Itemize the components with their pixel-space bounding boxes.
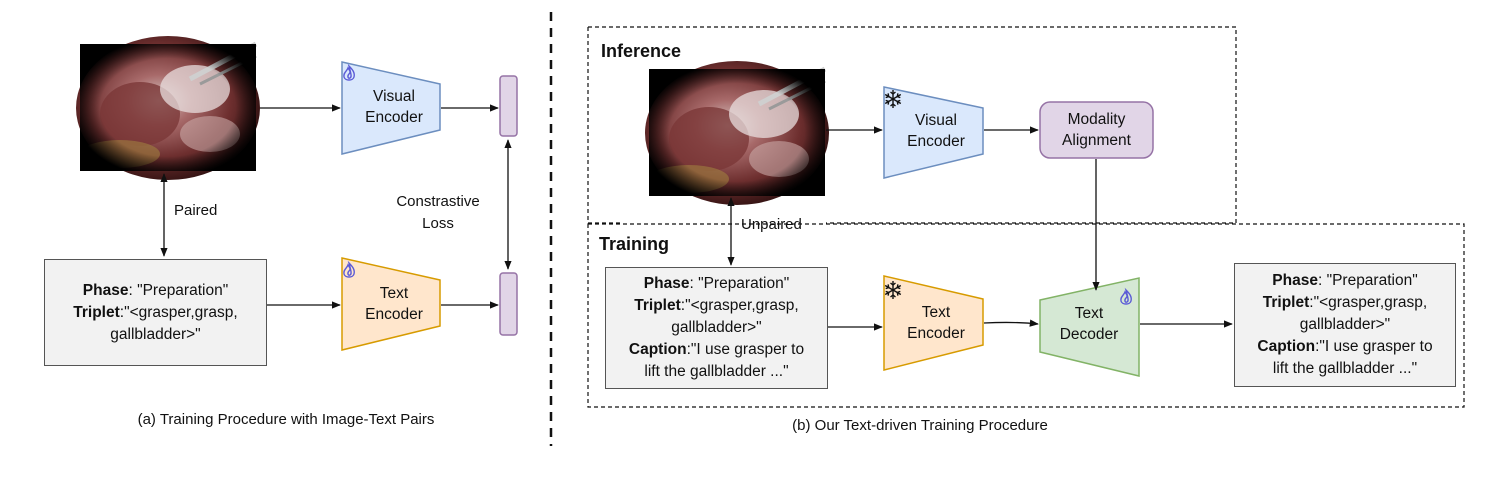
caption-key: Caption bbox=[1257, 338, 1316, 355]
left-text-encoder-shape bbox=[341, 257, 441, 351]
triplet-line: Triplet:"<grasper,grasp, bbox=[1263, 292, 1427, 314]
inference-title: Inference bbox=[601, 41, 682, 61]
left-visual-encoder-label: Visual Encoder bbox=[352, 86, 436, 128]
encoder-label-line: Encoder bbox=[907, 325, 965, 342]
triplet-line: Triplet:"<grasper,grasp, bbox=[634, 295, 798, 317]
left-surgical-image bbox=[76, 36, 260, 180]
decoder-label-line: Decoder bbox=[1059, 326, 1119, 343]
encoder-label-line: Text bbox=[379, 285, 409, 302]
phase-key: Phase bbox=[1272, 272, 1318, 289]
phase-value: : "Preparation" bbox=[128, 281, 229, 299]
encoder-label-line: Encoder bbox=[365, 306, 423, 323]
training-title: Training bbox=[599, 234, 670, 254]
training-region bbox=[587, 223, 1465, 408]
triplet-value: :"<grasper,grasp, bbox=[119, 303, 238, 321]
contrastive-label-line: Constrastive bbox=[396, 193, 480, 210]
right-text-encoder-label: Text Encoder bbox=[893, 302, 979, 344]
modality-alignment-shape bbox=[1039, 101, 1154, 159]
contrastive-loss-label: Constrastive Loss bbox=[388, 191, 488, 235]
triplet-value: :"<grasper,grasp, bbox=[1309, 294, 1428, 311]
visual-embedding bbox=[499, 75, 518, 137]
caption-value: :"I use grasper to bbox=[686, 341, 805, 358]
phase-value: : "Preparation" bbox=[689, 275, 790, 292]
phase-line: Phase: "Preparation" bbox=[83, 280, 228, 302]
encoder-label-line: Visual bbox=[915, 112, 957, 129]
right-visual-encoder-label: Visual Encoder bbox=[893, 110, 979, 152]
caption-a: (a) Training Procedure with Image-Text P… bbox=[137, 411, 435, 428]
caption-line: Caption:"I use grasper to bbox=[1257, 336, 1432, 358]
text-decoder-shape bbox=[1039, 277, 1140, 377]
phase-key: Phase bbox=[82, 281, 129, 299]
modality-alignment-label: Modality Alignment bbox=[1040, 109, 1153, 151]
phase-key: Phase bbox=[643, 275, 690, 292]
encoder-label-line: Encoder bbox=[365, 109, 423, 126]
caption-continuation: lift the gallbladder ..." bbox=[1272, 360, 1418, 377]
right-text-encoder-shape bbox=[883, 275, 984, 371]
triplet-continuation: gallbladder>" bbox=[671, 319, 762, 336]
contrastive-label-line: Loss bbox=[422, 215, 454, 232]
right-visual-encoder-shape bbox=[883, 86, 984, 179]
encoder-label-line: Visual bbox=[373, 88, 415, 105]
right-surgical-image bbox=[645, 61, 829, 205]
arrow-text-encoder-to-decoder bbox=[983, 319, 1039, 327]
triplet-line: Triplet:"<grasper,grasp, bbox=[73, 302, 237, 324]
phase-line: Phase: "Preparation" bbox=[644, 273, 789, 295]
decoder-label-line: Text bbox=[1074, 305, 1104, 322]
caption-line: Caption:"I use grasper to bbox=[629, 339, 804, 361]
triplet-key: Triplet bbox=[1262, 294, 1310, 311]
triplet-key: Triplet bbox=[634, 297, 681, 314]
alignment-label-line: Modality bbox=[1067, 111, 1126, 128]
phase-value: : "Preparation" bbox=[1317, 272, 1418, 289]
unpaired-label: Unpaired bbox=[741, 216, 802, 233]
triplet-value: :"<grasper,grasp, bbox=[680, 297, 799, 314]
left-visual-encoder-shape bbox=[341, 61, 441, 155]
right-text-input-box: Phase: "Preparation" Triplet:"<grasper,g… bbox=[605, 267, 828, 389]
caption-continuation: lift the gallbladder ..." bbox=[644, 363, 789, 380]
text-decoder-label: Text Decoder bbox=[1044, 303, 1134, 345]
phase-line: Phase: "Preparation" bbox=[1272, 270, 1417, 292]
encoder-label-line: Encoder bbox=[907, 133, 965, 150]
output-text-box: Phase: "Preparation" Triplet:"<grasper,g… bbox=[1234, 263, 1456, 387]
left-text-encoder-label: Text Encoder bbox=[352, 283, 436, 325]
inference-region bbox=[587, 26, 1237, 224]
caption-value: :"I use grasper to bbox=[1315, 338, 1433, 355]
triplet-key: Triplet bbox=[73, 303, 120, 321]
caption-key: Caption bbox=[628, 341, 687, 358]
encoder-label-line: Text bbox=[921, 304, 951, 321]
triplet-continuation: gallbladder>" bbox=[1299, 316, 1391, 333]
paired-label: Paired bbox=[174, 202, 218, 219]
text-embedding bbox=[499, 272, 518, 336]
triplet-continuation: gallbladder>" bbox=[110, 325, 201, 343]
caption-b: (b) Our Text-driven Training Procedure bbox=[792, 417, 1048, 434]
left-text-input-box: Phase: "Preparation" Triplet:"<grasper,g… bbox=[44, 259, 267, 366]
alignment-label-line: Alignment bbox=[1062, 132, 1131, 149]
